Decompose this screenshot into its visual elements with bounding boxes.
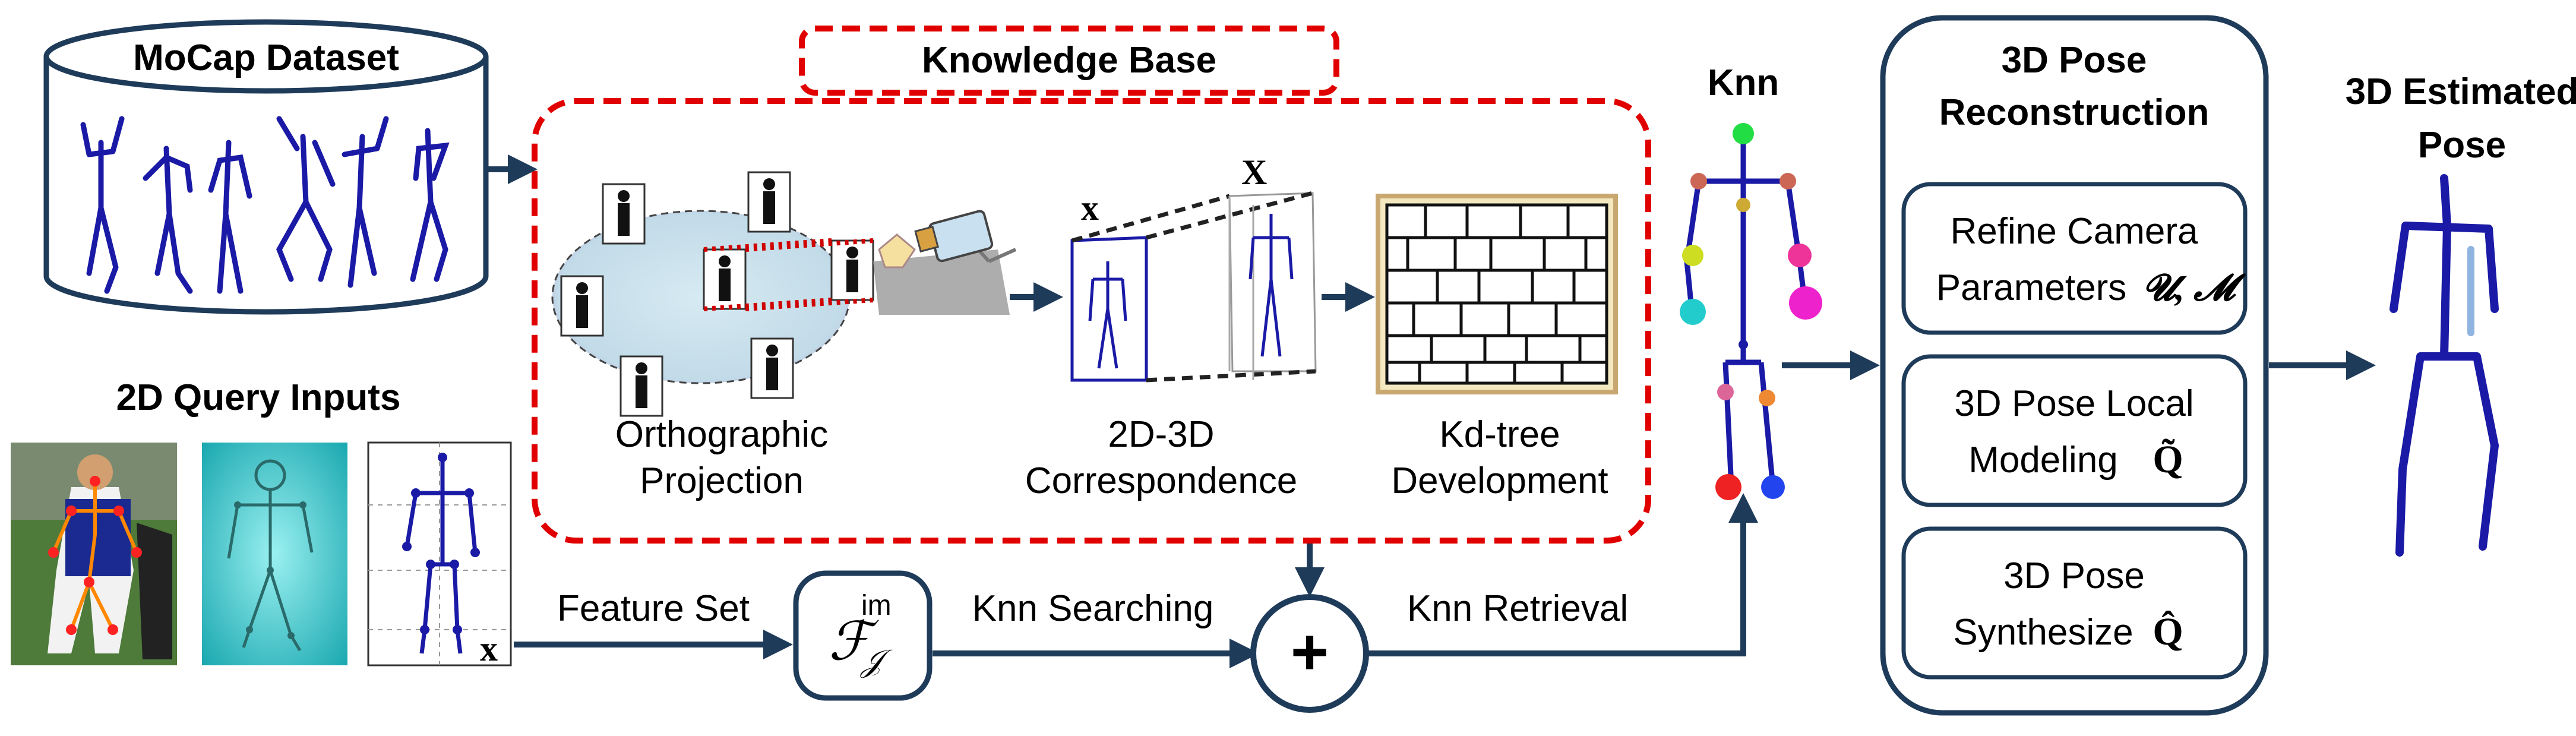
refine-camera-line1: Refine Camera xyxy=(1951,211,2198,252)
estimated-pose-skeleton xyxy=(2389,174,2499,557)
refine-camera-line2: Parameters xyxy=(1936,267,2126,308)
corr-x3d: X xyxy=(1241,153,1267,192)
arrow-plus-to-knn xyxy=(1366,493,1758,656)
estimated-title-line1: 3D Estimated xyxy=(2346,71,2576,112)
knowledge-base-title-box xyxy=(799,26,1339,96)
corr-label-line1: 2D-3D xyxy=(1108,414,1214,455)
synthesize-line1: 3D Pose xyxy=(2003,555,2145,596)
feature-set-label: Feature Set xyxy=(557,588,750,629)
local-modeling-symbol: Q̃ xyxy=(2153,438,2183,481)
query-2d-skeleton: x xyxy=(367,441,512,668)
plus-symbol: + xyxy=(1291,615,1329,688)
mocap-dataset-cylinder: MoCap Dataset xyxy=(43,19,489,315)
query-photo xyxy=(11,443,177,665)
kdtree-label-line2: Development xyxy=(1391,460,1608,501)
corr-x2d: x xyxy=(1081,188,1099,228)
feature-function-box xyxy=(793,570,933,701)
feature-symbol-sup: im xyxy=(861,590,892,621)
knn-retrieval-label: Knn Retrieval xyxy=(1407,588,1628,629)
synthesize-symbol: Q̂ xyxy=(2153,610,2183,653)
correspondence-illustration: x X xyxy=(1070,153,1317,383)
query-inputs-title: 2D Query Inputs xyxy=(116,377,401,418)
query-x-label: x xyxy=(480,629,498,668)
synthesize-line2: Synthesize xyxy=(1953,612,2133,653)
refine-camera-box xyxy=(1901,182,2248,335)
kdtree-label-line1: Kd-tree xyxy=(1439,414,1560,455)
reconstruction-title-line1: 3D Pose xyxy=(2002,40,2147,81)
corr-label-line2: Correspondence xyxy=(1025,460,1297,501)
local-modeling-box xyxy=(1901,354,2248,507)
refine-camera-symbols: 𝓤, 𝓜 xyxy=(2142,268,2246,308)
reconstruction-title-line2: Reconstruction xyxy=(1939,92,2210,133)
kdtree-illustration xyxy=(1376,194,1618,394)
mocap-skeletons xyxy=(80,116,450,294)
knn-searching-label: Knn Searching xyxy=(972,588,1214,629)
ortho-label-line2: Projection xyxy=(640,460,804,501)
mocap-title: MoCap Dataset xyxy=(133,37,399,78)
local-modeling-line2: Modeling xyxy=(1968,440,2118,481)
knowledge-base-frame xyxy=(532,98,1651,544)
estimated-title-line2: Pose xyxy=(2418,125,2506,166)
query-sketch xyxy=(202,443,347,665)
ortho-label-line1: Orthographic xyxy=(615,414,828,455)
knn-title: Knn xyxy=(1708,62,1780,103)
orthographic-illustration xyxy=(551,171,1017,417)
synthesize-box xyxy=(1901,526,2248,680)
local-modeling-line1: 3D Pose Local xyxy=(1954,383,2193,424)
knowledge-base-title: Knowledge Base xyxy=(922,40,1216,81)
knn-pose-cloud xyxy=(1680,123,1822,500)
